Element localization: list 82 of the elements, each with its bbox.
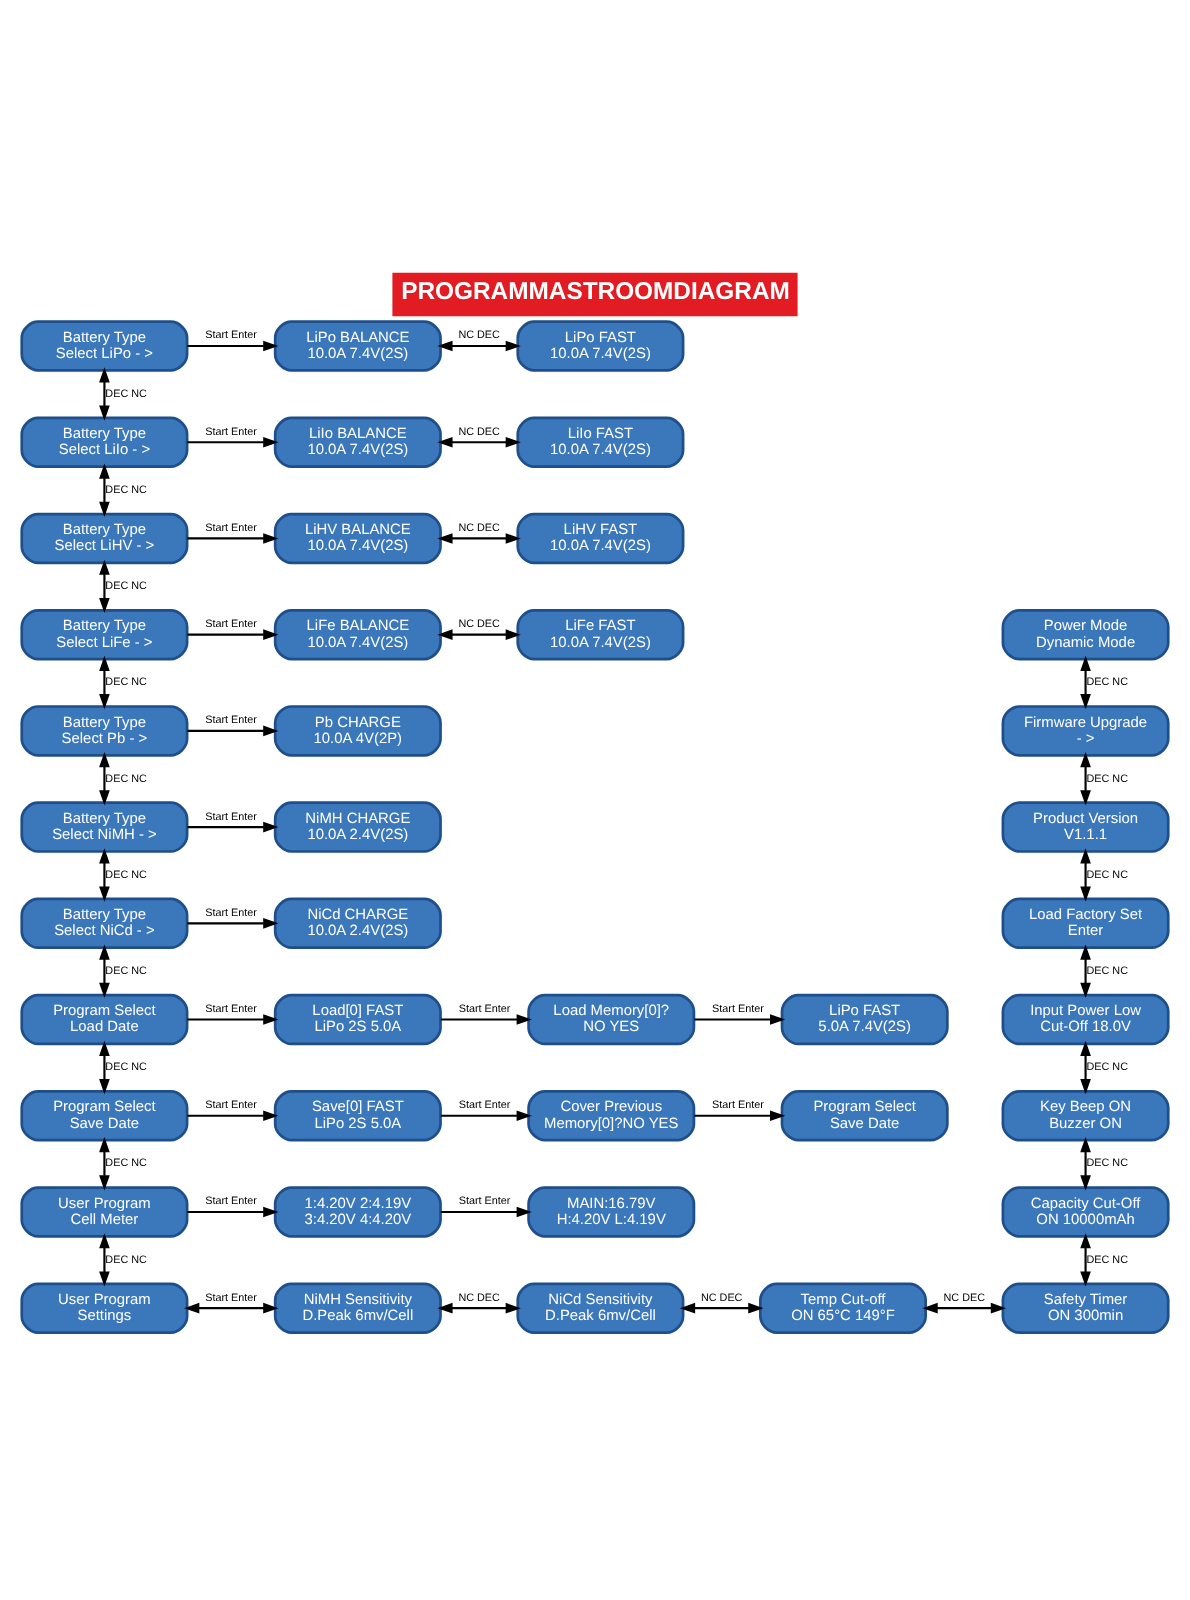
arrow bbox=[187, 821, 279, 833]
node-box: Pb CHARGE 10.0A 4V(2P) bbox=[273, 705, 442, 757]
arrow bbox=[99, 1040, 110, 1095]
arrow bbox=[1080, 944, 1091, 998]
node-box: LiHV BALANCE 10.0A 7.4V(2S) bbox=[273, 512, 442, 565]
node-box: Load[0] FAST LiPo 2S 5.0A bbox=[273, 993, 442, 1046]
node-box: User Program Cell Meter bbox=[20, 1186, 189, 1238]
arrow bbox=[187, 436, 279, 448]
arrow bbox=[187, 918, 279, 929]
node-box: Program Select Save Date bbox=[780, 1090, 949, 1142]
node-box: NiCd Sensitivity D.Peak 6mv/Cell bbox=[516, 1282, 685, 1334]
arrow bbox=[99, 1233, 110, 1287]
arrow bbox=[99, 944, 110, 998]
node-box: Input Power Low Cut-Off 18.0V bbox=[1001, 993, 1170, 1046]
arrow bbox=[679, 1302, 764, 1314]
arrow bbox=[1080, 655, 1091, 710]
node-box: Battery Type Select LiIo - > bbox=[20, 416, 189, 468]
node-box: Load Factory Set Enter bbox=[1001, 897, 1170, 950]
arrow bbox=[1080, 848, 1091, 902]
arrow bbox=[99, 848, 110, 902]
arrow bbox=[437, 436, 521, 448]
arrow bbox=[694, 1110, 786, 1122]
arrow bbox=[1080, 1136, 1091, 1191]
node-box: Battery Type Select LiHV - > bbox=[20, 512, 189, 565]
arrow bbox=[694, 1014, 786, 1025]
node-box: Battery Type Select NiMH - > bbox=[20, 801, 189, 853]
node-box: Safety Timer ON 300min bbox=[1001, 1282, 1170, 1334]
node-box: Battery Type Select LiPo - > bbox=[20, 320, 189, 372]
arrow bbox=[187, 340, 279, 352]
node-box: Cover Previous Memory[0]?NO YES bbox=[527, 1090, 696, 1142]
arrow bbox=[440, 1014, 532, 1025]
node-box: Save[0] FAST LiPo 2S 5.0A bbox=[273, 1090, 442, 1142]
node-box: Firmware Upgrade - > bbox=[1001, 705, 1170, 757]
node-box: Temp Cut-off ON 65°C 149°F bbox=[758, 1282, 927, 1334]
node-box: LiFe BALANCE 10.0A 7.4V(2S) bbox=[273, 608, 442, 661]
arrow bbox=[437, 340, 521, 352]
arrow bbox=[437, 533, 521, 544]
node-box: LiFe FAST 10.0A 7.4V(2S) bbox=[516, 608, 685, 661]
node-box: 1:4.20V 2:4.19V 3:4.20V 4:4.20V bbox=[273, 1186, 442, 1238]
node-box: Program Select Save Date bbox=[20, 1090, 189, 1142]
arrow bbox=[99, 367, 110, 421]
arrow bbox=[99, 752, 110, 806]
arrow bbox=[1080, 1233, 1091, 1287]
arrow bbox=[1080, 1040, 1091, 1095]
arrow bbox=[187, 1206, 279, 1218]
arrow bbox=[184, 1302, 279, 1314]
arrow bbox=[187, 1110, 279, 1122]
node-box: MAIN:16.79V H:4.20V L:4.19V bbox=[527, 1186, 696, 1238]
node-box: Load Memory[0]? NO YES bbox=[527, 993, 696, 1046]
node-box: Battery Type Select Pb - > bbox=[20, 705, 189, 757]
arrow bbox=[1080, 752, 1091, 806]
node-box: LiPo BALANCE 10.0A 7.4V(2S) bbox=[273, 320, 442, 372]
arrow bbox=[922, 1302, 1006, 1314]
arrow bbox=[437, 629, 521, 640]
node-box: User Program Settings bbox=[20, 1282, 189, 1334]
arrow bbox=[440, 1110, 532, 1122]
arrow bbox=[99, 559, 110, 614]
arrow bbox=[187, 533, 279, 544]
diagram-title: PROGRAMMASTROOMDIAGRAM bbox=[401, 277, 790, 306]
node-box: LiIo BALANCE 10.0A 7.4V(2S) bbox=[273, 416, 442, 468]
node-box: LiIo FAST 10.0A 7.4V(2S) bbox=[516, 416, 685, 468]
arrow bbox=[440, 1206, 532, 1218]
node-box: NiMH CHARGE 10.0A 2.4V(2S) bbox=[273, 801, 442, 853]
arrow bbox=[437, 1302, 521, 1314]
arrow bbox=[187, 629, 279, 640]
node-box: Battery Type Select LiFe - > bbox=[20, 608, 189, 661]
node-box: Battery Type Select NiCd - > bbox=[20, 897, 189, 950]
node-box: NiMH Sensitivity D.Peak 6mv/Cell bbox=[273, 1282, 442, 1334]
arrow bbox=[99, 463, 110, 517]
arrow bbox=[187, 1014, 279, 1025]
arrow bbox=[99, 1136, 110, 1191]
arrow bbox=[99, 655, 110, 710]
arrow bbox=[187, 725, 279, 737]
node-box: LiPo FAST 10.0A 7.4V(2S) bbox=[516, 320, 685, 372]
node-box: LiPo FAST 5.0A 7.4V(2S) bbox=[780, 993, 949, 1046]
node-box: Program Select Load Date bbox=[20, 993, 189, 1046]
node-box: Power Mode Dynamic Mode bbox=[1001, 608, 1170, 661]
node-box: Key Beep ON Buzzer ON bbox=[1001, 1090, 1170, 1142]
node-box: Capacity Cut-Off ON 10000mAh bbox=[1001, 1186, 1170, 1238]
node-box: NiCd CHARGE 10.0A 2.4V(2S) bbox=[273, 897, 442, 950]
node-box: Product Version V1.1.1 bbox=[1001, 801, 1170, 853]
node-box: LiHV FAST 10.0A 7.4V(2S) bbox=[516, 512, 685, 565]
